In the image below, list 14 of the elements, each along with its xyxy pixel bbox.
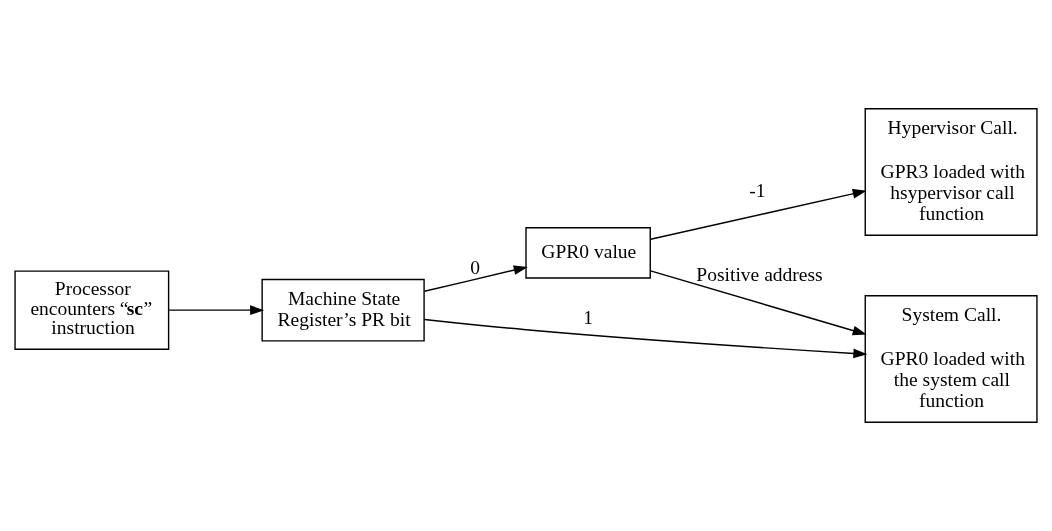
edge-label: 0	[470, 257, 480, 279]
edge-label: -1	[749, 180, 766, 202]
arrow	[423, 265, 528, 292]
node-box: System Call. GPR0 loaded with the system call function	[864, 295, 1038, 423]
arrow	[423, 318, 868, 359]
node-box: Processor encounters “sc” instruction	[14, 270, 170, 350]
edge-label: Positive address	[696, 264, 823, 286]
arrow	[649, 270, 867, 336]
arrow	[649, 188, 867, 240]
arrow	[168, 305, 265, 316]
edge-label: 1	[583, 307, 593, 329]
node-box: Hypervisor Call. GPR3 loaded with hsypervisor call function	[864, 108, 1038, 236]
node-box: Machine State Register’s PR bit	[261, 278, 425, 342]
node-box: GPR0 value	[525, 227, 651, 279]
